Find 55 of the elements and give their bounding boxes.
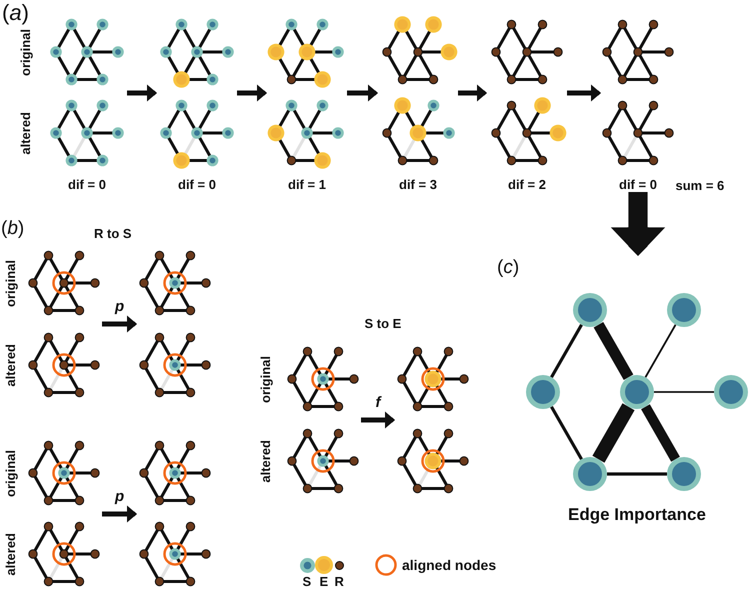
edge-line (607, 472, 667, 476)
panel-label: (a) (2, 0, 29, 26)
arrow (102, 316, 137, 332)
row-label: altered (2, 532, 18, 576)
group-heading: S to E (364, 316, 402, 331)
arrow (102, 506, 137, 522)
score-label: dif = 1 (288, 177, 326, 192)
score-label: dif = 0 (68, 177, 106, 192)
arrow (361, 412, 395, 428)
legend-label: E (320, 575, 328, 588)
row-label: original (2, 260, 18, 306)
network-node (526, 375, 560, 409)
network-graph-pair (137, 250, 213, 398)
network-node (714, 375, 748, 409)
edge-line (644, 324, 676, 378)
legend-label: S (302, 575, 312, 588)
score-label: dif = 2 (508, 177, 546, 192)
panel-label: (c) (497, 256, 520, 279)
row-label: altered (18, 112, 32, 154)
arrow (347, 84, 378, 102)
network-graph-pair (285, 346, 361, 494)
network-node (620, 375, 654, 409)
score-label: dif = 3 (399, 177, 437, 192)
row-label: original (2, 450, 18, 496)
legend-label: R (334, 575, 344, 588)
sum-label: sum = 6 (676, 177, 724, 194)
row-label: original (258, 356, 272, 402)
network-node (667, 293, 701, 327)
network-graph-pair (137, 440, 213, 587)
network-node (667, 457, 701, 491)
edge-line (641, 404, 680, 462)
group-heading: R to S (94, 226, 132, 241)
network-graph-pair (395, 346, 471, 494)
graph-caption: Edge Importance (568, 505, 706, 524)
arrow (567, 84, 601, 102)
arrow (458, 84, 487, 102)
arrow (237, 84, 267, 102)
row-label: altered (258, 440, 272, 482)
network-graph-pair (26, 440, 102, 587)
score-label: dif = 0 (619, 177, 657, 192)
row-label: original (18, 28, 32, 76)
network-node (573, 457, 607, 491)
network-graph-pair (26, 250, 102, 398)
network-node (573, 293, 607, 327)
edge-line (594, 322, 634, 380)
edge-line (654, 391, 714, 393)
arrow (127, 84, 157, 102)
edge-line (550, 406, 583, 460)
score-label: dif = 0 (178, 177, 216, 192)
row-label: altered (2, 344, 18, 386)
legend-label: aligned nodes (402, 557, 496, 573)
edge-line (592, 403, 635, 463)
edge-line (550, 324, 583, 378)
panel-label: (b) (1, 217, 24, 240)
arrow (610, 192, 666, 256)
